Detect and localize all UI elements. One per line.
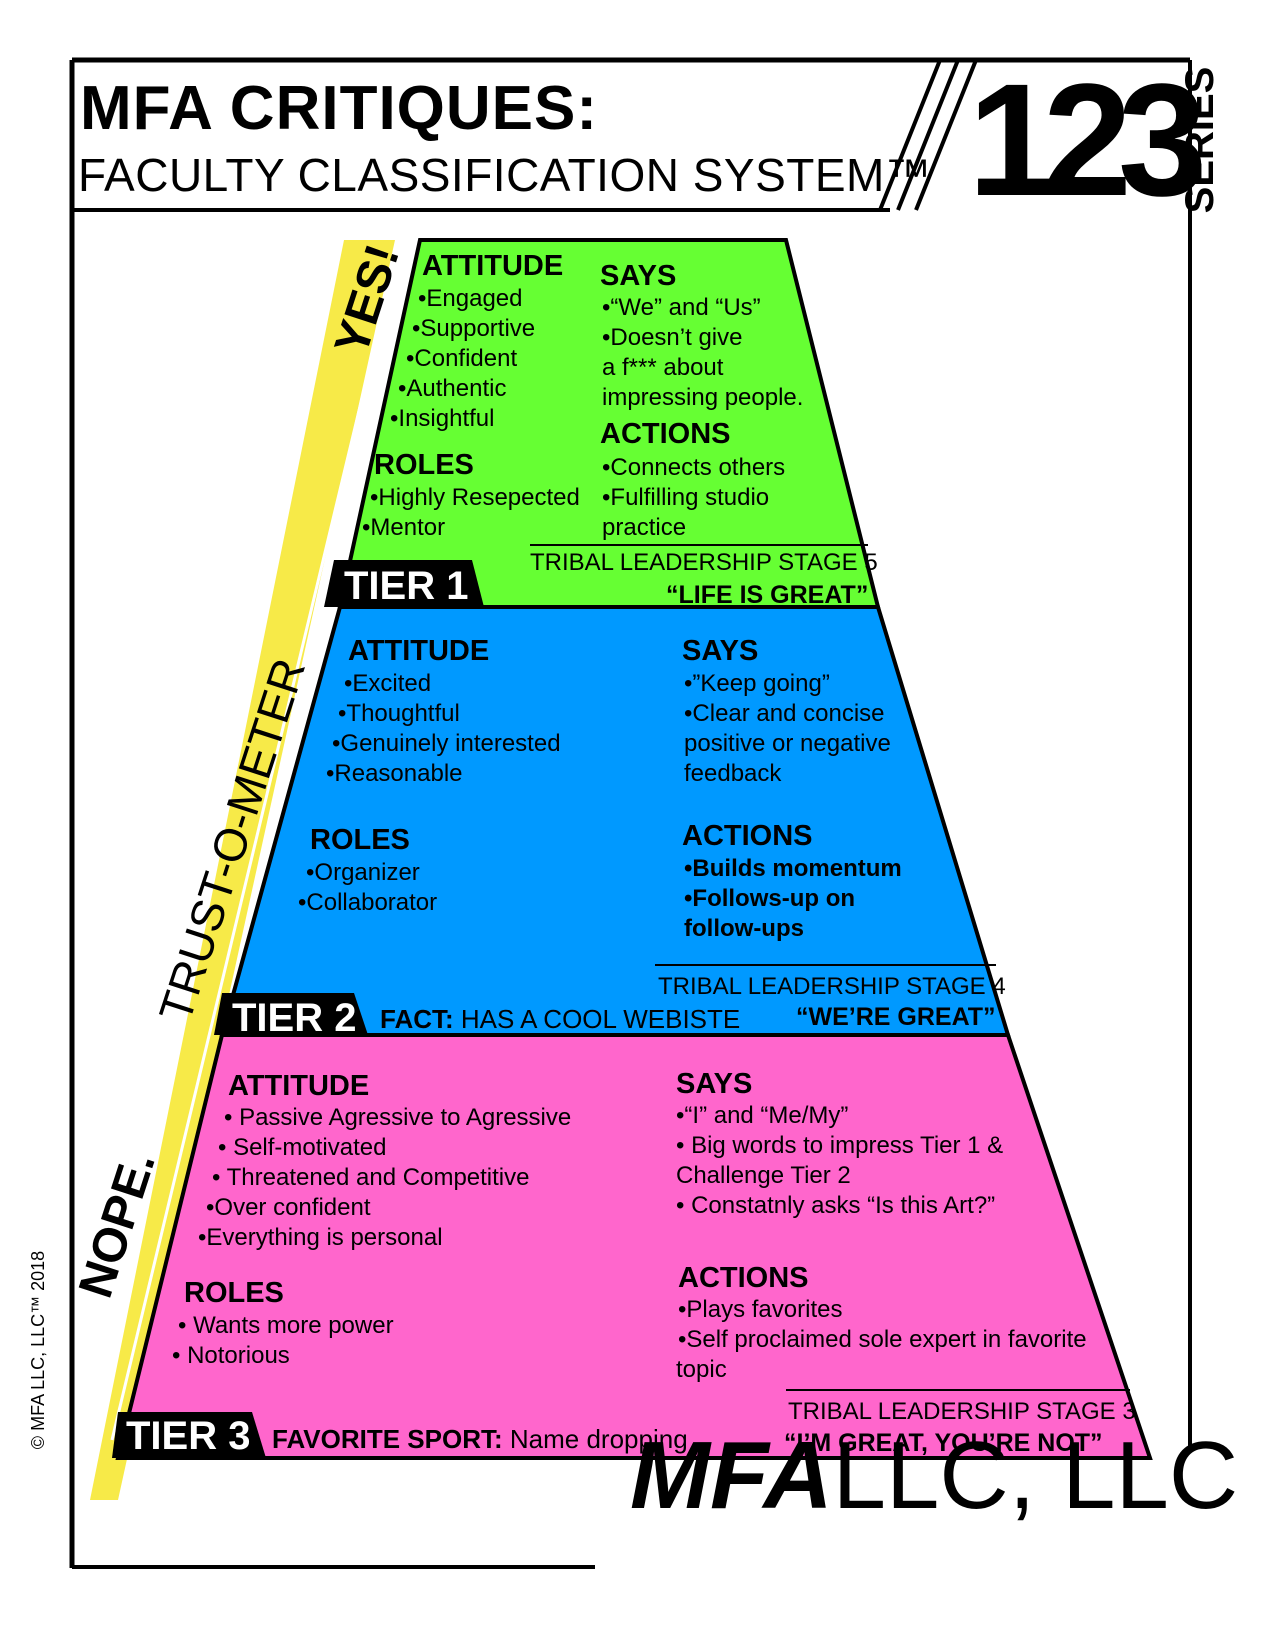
tier2-quote: “WE’RE GREAT” bbox=[796, 1003, 996, 1031]
tier1-roles-heading: ROLES bbox=[374, 449, 474, 481]
tier3-quote: “I’M GREAT, YOU’RE NOT” bbox=[784, 1429, 1103, 1457]
tier3-action-item: •Plays favorites bbox=[678, 1296, 843, 1323]
tier1-tab bbox=[324, 560, 484, 607]
tier2-action-item: follow-ups bbox=[684, 915, 804, 942]
tier2-fact: FACT: HAS A COOL WEBISTE bbox=[380, 1006, 740, 1032]
tier1-label: TIER 1 bbox=[344, 564, 469, 608]
tier3-tab bbox=[112, 1412, 266, 1458]
tier3-label: TIER 3 bbox=[126, 1414, 251, 1458]
tier1-attitude-item: •Insightful bbox=[390, 405, 495, 432]
tier1-says-item: impressing people. bbox=[602, 384, 804, 411]
tier3-sport-label: FAVORITE SPORT: bbox=[272, 1424, 503, 1454]
copyright-notice: © MFA LLC, LLC™ 2018 bbox=[28, 1250, 48, 1450]
tier2-says-heading: SAYS bbox=[682, 635, 759, 667]
tier1-says-item: a f*** about bbox=[602, 354, 724, 381]
tier3-actions-heading: ACTIONS bbox=[678, 1262, 809, 1294]
tier1-says-heading: SAYS bbox=[600, 260, 677, 292]
tier3-says-item: Challenge Tier 2 bbox=[676, 1162, 851, 1189]
tier1-attitude-item: •Confident bbox=[406, 345, 518, 372]
tier3-attitude-heading: ATTITUDE bbox=[228, 1070, 370, 1102]
page-subtitle: FACULTY CLASSIFICATION SYSTEM™ bbox=[78, 149, 932, 201]
tier1-role-item: •Highly Resepected bbox=[370, 484, 580, 511]
series-number: 123 bbox=[968, 50, 1207, 229]
tier1-actions-heading: ACTIONS bbox=[600, 418, 731, 450]
tier1-attitude-item: •Engaged bbox=[418, 285, 523, 312]
tier3-role-item: • Wants more power bbox=[178, 1312, 394, 1339]
tier3-attitude-item: •Everything is personal bbox=[198, 1224, 443, 1251]
tier2-says-item: feedback bbox=[684, 760, 782, 787]
tier1-stage: TRIBAL LEADERSHIP STAGE 5 bbox=[530, 549, 878, 576]
tier3-block bbox=[115, 1033, 1153, 1460]
tier1-attitude-item: •Authentic bbox=[398, 375, 507, 402]
tier3-says-item: • Big words to impress Tier 1 & bbox=[676, 1132, 1004, 1159]
tier3-attitude-item: • Self-motivated bbox=[218, 1134, 387, 1161]
tier2-says-item: •”Keep going” bbox=[684, 670, 830, 697]
tier3-sport-value: Name dropping bbox=[509, 1424, 688, 1454]
tier2-action-item: •Builds momentum bbox=[684, 855, 902, 882]
tier1-says-item: •“We” and “Us” bbox=[602, 294, 761, 321]
logo-light: LLC, LLC bbox=[832, 1422, 1239, 1529]
tier3-says-item: • Constatnly asks “Is this Art?” bbox=[676, 1192, 996, 1219]
tier2-fact-label: FACT: bbox=[380, 1004, 454, 1034]
tier2-attitude-item: •Genuinely interested bbox=[332, 730, 561, 757]
tier3-attitude-item: •Over confident bbox=[206, 1194, 371, 1221]
tier1-action-item: practice bbox=[602, 514, 687, 541]
tier2-block bbox=[219, 605, 1011, 1037]
tier1-action-item: •Fulfilling studio bbox=[602, 484, 770, 511]
tier2-fact-value: HAS A COOL WEBISTE bbox=[460, 1004, 741, 1034]
tier2-tab bbox=[214, 993, 368, 1035]
company-logo: MFALLC, LLC bbox=[630, 1428, 1238, 1524]
tier3-attitude-item: • Threatened and Competitive bbox=[212, 1164, 530, 1191]
tier2-attitude-heading: ATTITUDE bbox=[348, 635, 490, 667]
tier2-attitude-item: •Thoughtful bbox=[338, 700, 460, 727]
tier1-action-item: •Connects others bbox=[602, 454, 786, 481]
tier1-attitude-heading: ATTITUDE bbox=[422, 250, 564, 282]
tier3-says-item: •“I” and “Me/My” bbox=[676, 1102, 849, 1129]
tier1-attitude-item: •Supportive bbox=[412, 315, 536, 342]
tier3-action-item: •Self proclaimed sole expert in favorite bbox=[678, 1326, 1087, 1353]
page-title: MFA CRITIQUES: bbox=[80, 74, 599, 143]
logo-bold: MFA bbox=[630, 1422, 833, 1529]
trust-meter-bar bbox=[90, 240, 395, 1500]
tier3-attitude-item: • Passive Agressive to Agressive bbox=[224, 1104, 572, 1131]
header-slashes bbox=[878, 59, 978, 211]
tier3-role-item: • Notorious bbox=[172, 1342, 290, 1369]
tier3-says-heading: SAYS bbox=[676, 1068, 753, 1100]
tier3-stage: TRIBAL LEADERSHIP STAGE 3 bbox=[788, 1398, 1136, 1425]
tier2-attitude-item: •Excited bbox=[344, 670, 432, 697]
tier3-sport: FAVORITE SPORT: Name dropping bbox=[272, 1426, 688, 1452]
trust-meter-line bbox=[110, 339, 378, 1441]
tier2-role-item: •Organizer bbox=[306, 859, 420, 886]
tier2-says-item: positive or negative bbox=[684, 730, 891, 757]
tier2-stage: TRIBAL LEADERSHIP STAGE 4 bbox=[658, 973, 1006, 1000]
tier1-says-item: •Doesn’t give bbox=[602, 324, 743, 351]
tier2-action-item: •Follows-up on bbox=[684, 885, 856, 912]
tier2-actions-heading: ACTIONS bbox=[682, 820, 813, 852]
tier2-attitude-item: •Reasonable bbox=[326, 760, 463, 787]
tier3-roles-heading: ROLES bbox=[184, 1277, 284, 1309]
series-label: SERIES bbox=[1178, 66, 1222, 214]
tier2-says-item: •Clear and concise bbox=[684, 700, 885, 727]
tier1-role-item: •Mentor bbox=[362, 514, 446, 541]
tier2-roles-heading: ROLES bbox=[310, 824, 410, 856]
tier3-action-item: topic bbox=[676, 1356, 727, 1383]
tier1-quote: “LIFE IS GREAT” bbox=[666, 581, 869, 609]
tier2-label: TIER 2 bbox=[232, 996, 357, 1040]
tier2-role-item: •Collaborator bbox=[298, 889, 438, 916]
